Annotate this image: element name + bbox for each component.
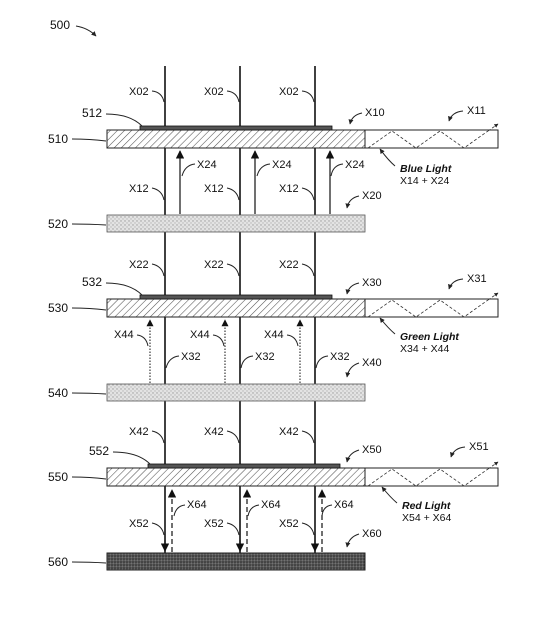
wire-labels-tier2: X22 X22 X22 [129, 259, 315, 277]
guide-label-x51: X51 [469, 441, 489, 453]
thin-layer-512 [139, 125, 333, 131]
ref-550: 550 [48, 470, 68, 484]
red-arrows [167, 489, 327, 552]
svg-text:X24: X24 [197, 159, 217, 171]
red-light-annotation: Red Light X54 + X64 [381, 486, 451, 524]
svg-text:X22: X22 [129, 259, 149, 271]
svg-text:X12: X12 [129, 183, 149, 195]
guide-zigzag-x51 [367, 461, 499, 487]
guide-zigzag-x11 [367, 123, 499, 149]
svg-text:X24: X24 [345, 159, 365, 171]
svg-text:X32: X32 [181, 351, 201, 363]
red-light-label: Red Light [402, 500, 451, 512]
down-arrows [160, 540, 320, 552]
svg-text:X30: X30 [362, 277, 382, 289]
svg-text:X64: X64 [334, 499, 354, 511]
region-labels: X10 X20 X30 X40 X50 X60 [345, 107, 385, 548]
layer-510 [106, 129, 499, 149]
svg-text:X42: X42 [279, 426, 299, 438]
ref-512: 512 [82, 106, 102, 120]
wire-labels-tier5: X52 X52 X52 [129, 518, 315, 536]
svg-text:X22: X22 [279, 259, 299, 271]
svg-text:X52: X52 [204, 518, 224, 530]
guide-zigzag-x31 [367, 292, 499, 318]
svg-text:X52: X52 [129, 518, 149, 530]
svg-text:X02: X02 [279, 86, 299, 98]
svg-text:X24: X24 [272, 159, 292, 171]
svg-text:X22: X22 [204, 259, 224, 271]
guide-label-x31: X31 [467, 273, 487, 285]
svg-text:X02: X02 [129, 86, 149, 98]
layer-560 [106, 552, 366, 571]
ref-510: 510 [48, 132, 68, 146]
thin-layer-532 [139, 294, 333, 300]
blue-light-label: Blue Light [400, 163, 452, 175]
blue-light-annotation: Blue Light X14 + X24 [379, 148, 452, 187]
wire-labels-tier3: X32 X32 X32 [165, 351, 350, 369]
svg-text:X42: X42 [204, 426, 224, 438]
arrow-labels-green: X44 X44 X44 [114, 329, 299, 347]
blue-arrows [175, 150, 335, 214]
svg-text:X32: X32 [330, 351, 350, 363]
wire-labels-tier4: X42 X42 X42 [129, 426, 315, 444]
figure-number: 500 [50, 18, 70, 32]
wire-labels-top: X02 X02 X02 [129, 86, 315, 103]
green-light-sum: X34 + X44 [400, 343, 449, 355]
svg-text:X52: X52 [279, 518, 299, 530]
svg-text:X20: X20 [362, 190, 382, 202]
svg-text:X02: X02 [204, 86, 224, 98]
svg-text:X32: X32 [255, 351, 275, 363]
layer-520 [106, 214, 366, 233]
svg-text:X64: X64 [187, 499, 207, 511]
figure-number-arrow [75, 25, 97, 37]
svg-text:X44: X44 [264, 329, 284, 341]
arrow-labels-blue: X24 X24 X24 [181, 159, 365, 177]
blue-light-sum: X14 + X24 [400, 175, 449, 187]
svg-text:X42: X42 [129, 426, 149, 438]
svg-text:X50: X50 [362, 444, 382, 456]
svg-text:X12: X12 [279, 183, 299, 195]
ref-560: 560 [48, 555, 68, 569]
svg-text:X40: X40 [362, 357, 382, 369]
thin-layer-552 [147, 463, 341, 469]
ref-540: 540 [48, 386, 68, 400]
ref-520: 520 [48, 217, 68, 231]
ref-552: 552 [89, 444, 109, 458]
svg-text:X12: X12 [204, 183, 224, 195]
wire-labels-tier1: X12 X12 X12 [129, 183, 315, 201]
green-light-label: Green Light [400, 331, 459, 343]
layer-550 [106, 467, 499, 487]
green-light-annotation: Green Light X34 + X44 [379, 317, 459, 355]
green-arrows [146, 319, 304, 383]
ref-530: 530 [48, 301, 68, 315]
ref-532: 532 [82, 275, 102, 289]
svg-text:X10: X10 [365, 107, 385, 119]
svg-text:X60: X60 [362, 528, 382, 540]
svg-text:X64: X64 [261, 499, 281, 511]
layer-ref-labels: 510 520 530 540 550 560 [48, 132, 107, 569]
red-light-sum: X54 + X64 [402, 512, 451, 524]
guide-label-x11: X11 [467, 105, 486, 117]
arrow-labels-red: X64 X64 X64 [173, 499, 354, 517]
svg-text:X44: X44 [190, 329, 210, 341]
layer-530 [106, 298, 499, 318]
svg-text:X44: X44 [114, 329, 134, 341]
layer-540 [106, 383, 366, 402]
